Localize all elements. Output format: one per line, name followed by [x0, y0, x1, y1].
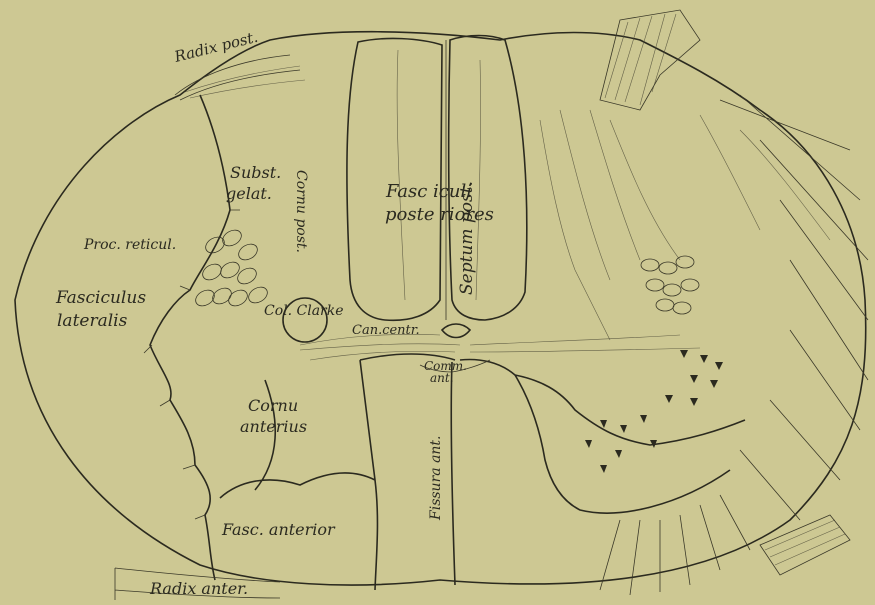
label-cornu-ant-1: Cornu	[248, 396, 298, 415]
motor-neurons	[585, 350, 723, 473]
label-cornu-post: Cornu post.	[293, 170, 309, 253]
central-canal	[442, 324, 470, 338]
label-proc-reticul: Proc. reticul.	[83, 237, 176, 253]
label-fasc-lat-1: Fasciculus	[55, 288, 146, 308]
label-subst-gelat-2: gelat.	[226, 184, 272, 203]
posterior-root-left	[175, 55, 300, 100]
label-subst-gelat-1: Subst.	[230, 163, 281, 182]
posterior-root-right	[600, 10, 700, 110]
label-fasciculi-2: poste riores	[385, 204, 494, 225]
posterior-lobe-left	[347, 38, 442, 320]
reticular-ovals-right	[641, 256, 699, 314]
label-cornu-ant-2: anterius	[240, 417, 307, 436]
label-fissura-ant: Fissura ant.	[428, 435, 444, 521]
label-septum-post: Septum post.	[457, 181, 477, 295]
label-comm-ant-2: ant.	[430, 371, 454, 385]
reticular-ovals-left	[193, 227, 270, 309]
fissura-ant-line	[451, 362, 455, 585]
anterior-root-right	[760, 515, 850, 575]
label-fasc-anterior: Fasc. anterior	[221, 520, 336, 539]
label-fasc-lat-2: lateralis	[57, 311, 128, 331]
label-can-centr: Can.centr.	[352, 323, 420, 338]
label-radix-post: Radix post.	[172, 28, 260, 66]
label-radix-anter: Radix anter.	[149, 579, 248, 598]
label-col-clarke: Col. Clarke	[264, 303, 344, 319]
grey-matter-right	[460, 360, 745, 514]
